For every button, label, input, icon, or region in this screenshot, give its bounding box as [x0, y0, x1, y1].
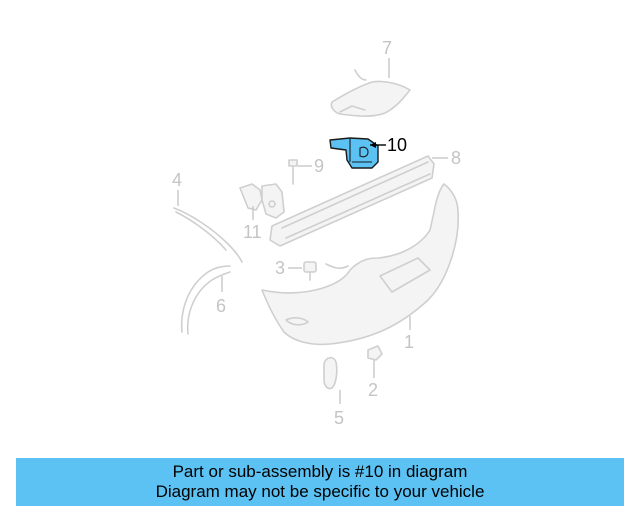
callout-5: 5 — [334, 408, 344, 428]
callout-3: 3 — [275, 258, 285, 278]
part-1-bumper-cover — [261, 183, 459, 346]
callout-7: 7 — [382, 38, 392, 58]
part-10-bracket — [329, 137, 379, 169]
part-4-strip — [173, 207, 243, 263]
callout-2: 2 — [368, 380, 378, 400]
callout-6: 6 — [216, 296, 226, 316]
part-6-flare — [180, 265, 231, 335]
part-7-cover — [330, 69, 411, 117]
part-11-bracket — [239, 183, 285, 219]
part-5-reflector — [323, 356, 338, 390]
part-3-screw — [303, 261, 317, 281]
callout-1: 1 — [404, 332, 414, 352]
callout-9: 9 — [314, 156, 324, 176]
banner-line-2: Diagram may not be specific to your vehi… — [155, 482, 485, 501]
part-8-reinforcement — [269, 155, 435, 247]
callout-4: 4 — [172, 170, 182, 190]
callout-11: 11 — [243, 222, 262, 242]
banner-line-1: Part or sub-assembly is #10 in diagram — [172, 462, 468, 481]
part-9-bolt — [288, 159, 298, 185]
info-banner: Part or sub-assembly is #10 in diagram D… — [16, 458, 624, 506]
callout-10: 10 — [387, 135, 407, 155]
part-2-clip — [367, 345, 383, 361]
callout-8: 8 — [451, 148, 461, 168]
callout-arrow-10 — [370, 142, 376, 148]
parts-diagram: 7 10 9 8 11 4 1 — [172, 38, 461, 428]
